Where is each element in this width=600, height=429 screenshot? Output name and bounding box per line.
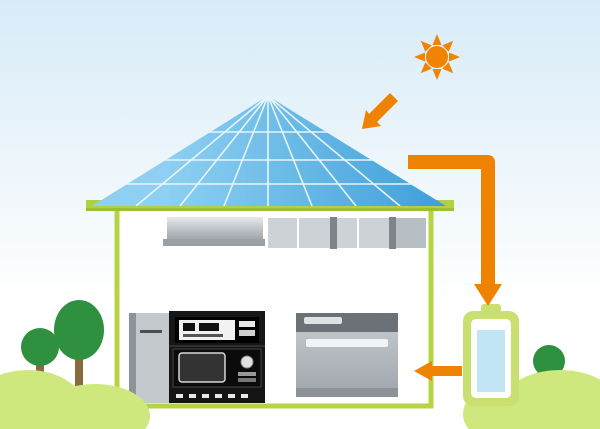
side-panel-edge <box>129 313 136 403</box>
tree-crown <box>54 300 104 360</box>
window-frame-bar <box>330 217 337 249</box>
drawer-dash <box>241 394 248 398</box>
sun-icon <box>414 34 460 80</box>
tree-left-large <box>54 300 104 404</box>
sun-core <box>426 46 448 68</box>
drawer-dash <box>215 394 222 398</box>
panel-grid-line <box>223 96 269 206</box>
display-buttons-row <box>183 334 223 337</box>
display-button <box>239 330 255 336</box>
dishwasher-slot <box>306 339 388 347</box>
microwave-button <box>238 372 256 376</box>
panel-grid-line <box>267 96 357 206</box>
arrow-shaft <box>408 155 495 286</box>
display-segment <box>199 323 219 331</box>
tree-crown <box>21 328 59 366</box>
drawer-dash <box>189 394 196 398</box>
drawer-dash <box>228 394 235 398</box>
second-floor-windows <box>266 216 428 250</box>
microwave-knob <box>240 355 254 369</box>
arrow-sun-to-roof <box>362 93 398 129</box>
panel-grid-line <box>135 96 269 206</box>
battery-unit <box>463 304 519 406</box>
roof-face <box>92 96 446 206</box>
window-frame-bar <box>389 217 396 249</box>
drawer-dash <box>176 394 183 398</box>
window-mullion <box>297 217 299 249</box>
dishwasher-handle <box>304 317 342 324</box>
shelf-line <box>169 345 265 347</box>
roof-eave-shadow <box>86 208 454 211</box>
drawer-dash <box>202 394 209 398</box>
dishwasher-vent <box>296 388 398 397</box>
microwave-button <box>238 378 256 382</box>
window-glass-dark <box>396 218 426 248</box>
arrow-roof-to-battery <box>408 155 502 306</box>
energy-arrows <box>362 93 502 381</box>
tree-trunk <box>75 352 83 404</box>
arrow-battery-to-appliance <box>414 361 462 381</box>
battery-cell <box>477 330 505 392</box>
kitchen-unit <box>129 311 265 403</box>
house <box>86 96 454 409</box>
side-panel-handle <box>140 330 162 333</box>
window-mullion <box>357 217 359 249</box>
base-drawer <box>169 389 265 403</box>
display-button <box>239 321 255 327</box>
microwave-window <box>178 352 226 383</box>
tree-crown <box>533 345 565 377</box>
hood-lip <box>163 239 265 246</box>
panel-grid-line <box>267 96 401 206</box>
range-hood <box>163 217 265 246</box>
panel-grid-line <box>179 96 269 206</box>
bush-left <box>0 370 150 429</box>
panel-grid-line <box>267 96 313 206</box>
dishwasher <box>296 313 398 397</box>
microwave <box>172 348 262 388</box>
bush-mound <box>40 384 150 429</box>
hood-body <box>167 217 263 241</box>
control-display <box>175 317 259 343</box>
arrow-head-down <box>474 284 502 306</box>
display-segment <box>183 323 195 331</box>
